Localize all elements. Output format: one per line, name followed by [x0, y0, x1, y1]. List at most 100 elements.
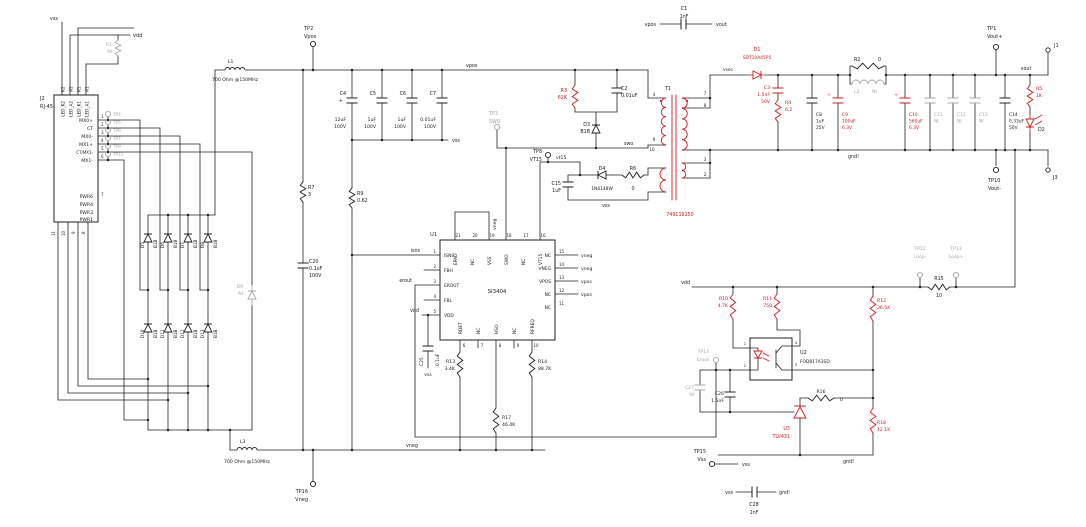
schematic-label: LED_K1: [77, 101, 82, 117]
junction-dot: [206, 428, 210, 432]
wire: [647, 144, 667, 149]
schematic-label: 100V: [424, 124, 437, 130]
schematic-label: 700 Ohm @150MHz: [212, 77, 258, 83]
schematic-label: D6: [160, 242, 165, 248]
schematic-label: 11: [559, 301, 565, 306]
schematic-label: C13: [979, 112, 988, 118]
schematic-label: VT15: [538, 254, 544, 265]
schematic-label: NC: [521, 259, 527, 265]
junction-dot: [186, 288, 190, 292]
schematic-label: 0: [631, 186, 634, 192]
schematic-label: vneg: [493, 219, 498, 230]
junction-dot: [426, 313, 430, 317]
schematic-label: 15: [559, 249, 565, 254]
schematic-label: C26: [715, 391, 724, 397]
wire: [775, 345, 793, 354]
schematic-label: R4: [785, 100, 791, 106]
schematic-label: Loop-: [914, 254, 927, 260]
schematic-label: B1B: [213, 329, 218, 338]
wire: [849, 65, 853, 76]
schematic-label: swo: [624, 142, 633, 147]
transformer-winding: [660, 97, 667, 146]
schematic-label: 62K: [558, 95, 568, 101]
schematic-label: 0.62: [357, 198, 368, 204]
schematic-label: R3: [561, 88, 567, 94]
schematic-label: 0.33uF: [1009, 119, 1025, 125]
schematic-label: 1uF: [552, 188, 561, 194]
schematic-label: RJ-45: [40, 104, 53, 110]
schematic-label: gnd!: [848, 154, 859, 160]
wires-layer: [57, 21, 1049, 493]
schematic-label: A1: [85, 86, 91, 92]
wire: [97, 127, 169, 291]
optocoupler-box: [749, 337, 793, 381]
schematic-label: PWR6: [80, 194, 94, 200]
schematic-label: RFREQ: [530, 319, 536, 334]
junction-dot: [994, 148, 998, 152]
schematic-label: PWR3: [80, 210, 94, 216]
schematic-label: C12: [957, 112, 966, 118]
junction-dot: [928, 148, 932, 152]
schematic-label: vss: [742, 463, 750, 468]
schematic-label: vout: [1021, 66, 1032, 72]
schematic-label: vneg: [581, 254, 592, 259]
schematic-label: vpos: [466, 64, 478, 69]
schematic-label: U1: [430, 232, 437, 238]
schematic-label: 12.1K: [877, 427, 891, 433]
schematic-label: TP14: [697, 349, 709, 355]
schematic-label: 3: [101, 130, 104, 135]
schematic-label: TP2: [303, 26, 313, 32]
schematic-label: R14: [538, 359, 547, 365]
schematic-label: J3: [1052, 175, 1058, 181]
schematic-label: 6.2: [785, 107, 792, 113]
junction-dot: [1028, 148, 1032, 152]
schematic-label: TP15: [693, 449, 706, 455]
schematic-label: Vout+: [987, 34, 1002, 40]
junction-dot: [951, 73, 955, 77]
diode-symbol: [163, 322, 173, 333]
schematic-label: VDD: [444, 313, 454, 319]
schematic-label: TP4: [112, 112, 121, 117]
resistor-symbol: [621, 171, 645, 179]
schematic-label: 9: [71, 231, 76, 234]
schematic-label: C3: [764, 85, 770, 91]
schematic-label: T1: [664, 86, 671, 92]
schematic-label: C6: [400, 91, 406, 97]
schematic-label: isns: [411, 248, 421, 254]
schematic-label: J1: [1053, 43, 1059, 49]
schematic-label: ISNS: [444, 253, 454, 259]
junction-dot: [836, 148, 840, 152]
junction-dot: [380, 68, 384, 72]
testpoint-icon: [952, 271, 960, 279]
schematic-label: C1: [681, 6, 687, 12]
schematic-label: B1B: [153, 329, 158, 338]
schematic-label: vss: [452, 139, 460, 144]
schematic-label: PWR1: [80, 217, 94, 223]
schematic-label: +: [827, 92, 831, 98]
schematic-label: 0: [840, 397, 843, 403]
junction-dot: [410, 68, 414, 72]
diode-symbol: [752, 70, 763, 80]
junction-dot: [186, 213, 190, 217]
schematic-label: 9: [653, 137, 656, 142]
junction-dot: [206, 213, 210, 217]
schematic-label: vdd: [133, 33, 142, 39]
resistor-symbol: [571, 84, 579, 109]
schematic-label: 7: [101, 192, 104, 197]
schematic-label: vss: [602, 204, 610, 209]
testpoint-icon: [544, 151, 552, 159]
schematic-label: 1.5nF: [711, 398, 724, 404]
schematic-label: vneg: [581, 267, 592, 272]
junction-dot: [1003, 73, 1007, 77]
schematic-label: MX0+: [79, 118, 93, 124]
junction-dot: [973, 73, 977, 77]
resistor-symbol: [729, 293, 737, 320]
diode-symbol: [1025, 118, 1035, 129]
junction-dot: [775, 285, 779, 289]
schematic-label: B1B: [193, 239, 198, 248]
junction-dot: [440, 68, 444, 72]
junction-dot: [458, 448, 462, 452]
junction-dot: [884, 73, 888, 77]
schematic-label: 7: [704, 91, 707, 96]
schematic-label: 2: [704, 172, 707, 177]
